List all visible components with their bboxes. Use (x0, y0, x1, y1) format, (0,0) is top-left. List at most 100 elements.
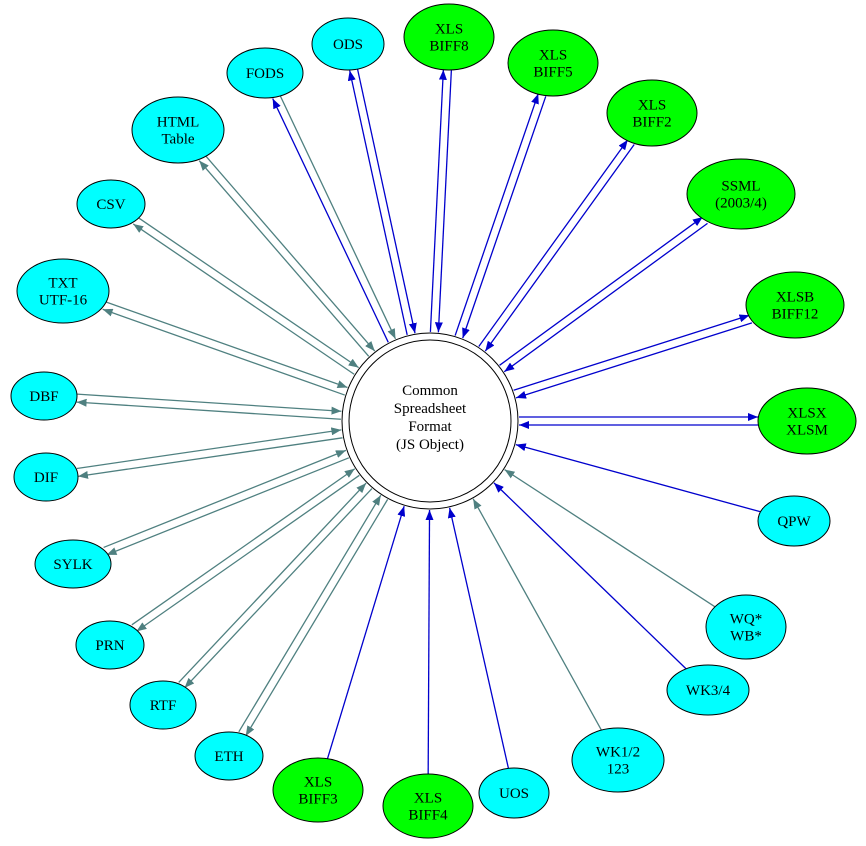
edge-html-table-out (198, 160, 370, 357)
node-fods-label: FODS (246, 66, 284, 82)
edge-wk34-in (493, 482, 687, 670)
edge-fods-in (279, 94, 397, 340)
edge-sylk-out (106, 457, 350, 556)
edge-xls-biff2-in (484, 144, 635, 352)
edge-ods-out (347, 70, 408, 336)
edge-xls-biff5-in (462, 96, 547, 339)
edge-ssml-out (499, 216, 704, 366)
node-fods: FODS (226, 47, 304, 99)
edge-wk12-123-in (472, 498, 603, 731)
edge-xlsb-out (513, 314, 750, 391)
node-wk34-label: WK3/4 (686, 683, 731, 699)
edge-uos-in (447, 507, 510, 769)
edge-ods-in (356, 68, 417, 334)
edge-ssml-in (503, 222, 708, 373)
center-node-inner-circle (348, 339, 512, 503)
edge-xls-biff3-in (326, 505, 406, 759)
edge-fods-out (272, 98, 389, 343)
node-ods: ODS (311, 17, 385, 71)
node-rtf-label: RTF (150, 698, 177, 714)
node-ods-ellipse (311, 17, 385, 71)
edge-eth-out (245, 499, 389, 737)
node-ssml-label: SSML(2003/4) (715, 179, 767, 212)
node-fods-ellipse (226, 47, 304, 99)
node-eth-label: ETH (214, 749, 243, 765)
node-dif-ellipse (13, 452, 79, 502)
edge-rtf-out (184, 488, 373, 689)
node-eth-ellipse (194, 731, 264, 781)
node-prn-ellipse (75, 620, 145, 670)
edge-csv-in (137, 216, 360, 369)
node-sylk-ellipse (34, 539, 112, 589)
node-qpw-label: QPW (777, 514, 811, 530)
node-xls-biff4-ellipse (382, 773, 474, 839)
node-eth: ETH (194, 731, 264, 781)
node-xls-biff2-ellipse (606, 79, 698, 147)
node-xls-biff3-ellipse (272, 757, 364, 823)
node-uos-label: UOS (499, 786, 529, 802)
node-qpw: QPW (757, 495, 831, 547)
node-ods-label: ODS (333, 37, 363, 53)
node-dif: DIF (13, 452, 79, 502)
edge-xls-biff8-in (434, 70, 453, 333)
node-xlsx-ellipse (757, 387, 857, 455)
edge-xls-biff8-out (429, 69, 447, 332)
node-uos: UOS (478, 767, 550, 819)
edge-xls-biff5-out (454, 93, 539, 336)
edge-xlsb-in (515, 322, 753, 399)
edge-dbf-in (77, 393, 342, 415)
node-wq-wb-ellipse (705, 594, 787, 660)
node-xls-biff5-ellipse (507, 29, 599, 97)
edge-qpw-in (515, 443, 761, 513)
node-rtf: RTF (129, 680, 197, 730)
edge-dbf-out (76, 398, 341, 420)
edge-dif-in (76, 427, 342, 470)
node-wq-wb-label: WQ*WB* (730, 612, 763, 645)
node-csv-ellipse (76, 179, 146, 229)
edge-dif-out (77, 437, 343, 479)
node-wk34-ellipse (666, 664, 750, 716)
node-prn: PRN (75, 620, 145, 670)
edge-csv-out (132, 223, 355, 375)
node-dif-label: DIF (34, 470, 58, 486)
edge-wq-wb-in (504, 469, 716, 608)
node-prn-label: PRN (95, 638, 124, 654)
node-csv: CSV (76, 179, 146, 229)
edge-txt-utf16-out (102, 308, 345, 396)
node-dbf: DBF (10, 371, 78, 421)
node-xls-biff8-ellipse (403, 3, 495, 71)
edge-rtf-in (178, 482, 367, 683)
node-wq-wb: WQ*WB* (705, 594, 787, 660)
node-qpw-ellipse (757, 495, 831, 547)
edge-sylk-in (103, 449, 347, 549)
edge-prn-out (136, 474, 360, 632)
node-html-table-ellipse (131, 96, 225, 164)
edge-html-table-in (204, 154, 376, 352)
node-txt-utf16-ellipse (16, 258, 110, 324)
edge-txt-utf16-in (105, 301, 348, 389)
node-sylk: SYLK (34, 539, 112, 589)
edge-xls-biff2-out (478, 139, 629, 347)
node-wk12-123-ellipse (571, 727, 665, 793)
node-rtf-ellipse (129, 680, 197, 730)
